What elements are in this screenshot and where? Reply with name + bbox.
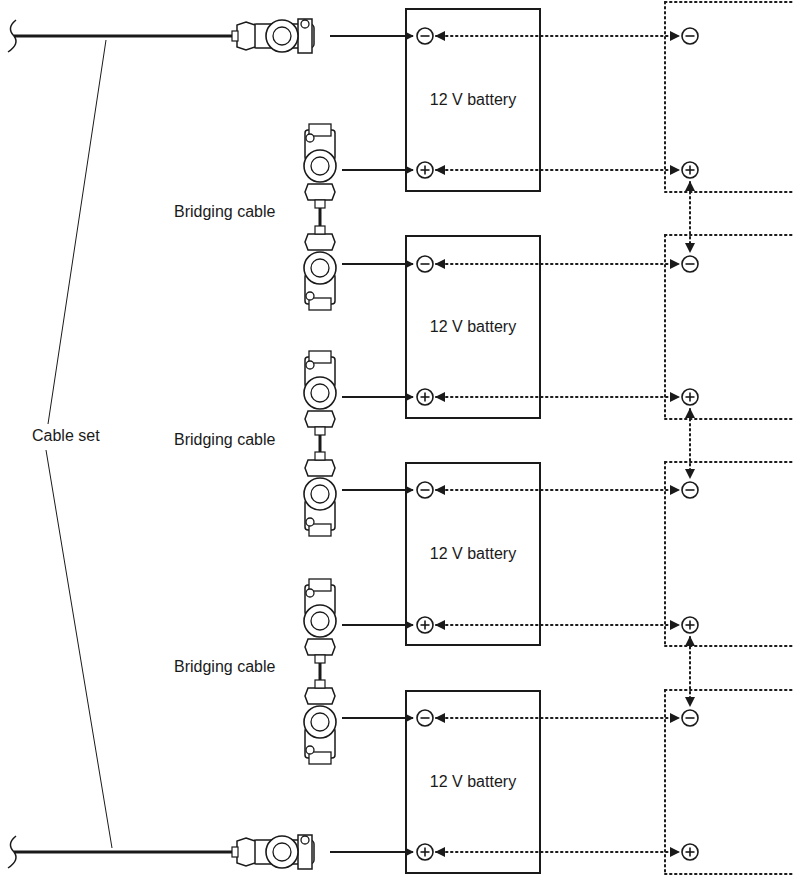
minus-terminal <box>417 482 433 498</box>
cable-set-label: Cable set <box>30 426 102 446</box>
fit-arrow <box>342 489 413 491</box>
leader-line <box>48 40 106 424</box>
minus-terminal <box>682 28 698 44</box>
bridging-cable <box>319 435 322 452</box>
dotted-outline <box>665 1 795 3</box>
battery-label: 12 V battery <box>426 543 520 565</box>
dotted-outline <box>665 873 795 875</box>
dotted-arrow <box>436 35 679 37</box>
battery-box: 12 V battery <box>405 8 541 192</box>
minus-terminal <box>682 482 698 498</box>
battery-label: 12 V battery <box>426 771 520 793</box>
dotted-outline <box>665 191 795 193</box>
plus-terminal <box>682 617 698 633</box>
bridging-clamp <box>304 579 336 663</box>
cable-set-clamp <box>8 835 314 869</box>
bridging-cable-label: Bridging cable <box>172 202 277 222</box>
dotted-arrow <box>689 637 691 706</box>
battery-label: 12 V battery <box>426 316 520 338</box>
plus-terminal <box>417 617 433 633</box>
dotted-outline <box>665 461 795 463</box>
fit-arrow <box>342 169 413 171</box>
battery-box: 12 V battery <box>405 235 541 419</box>
leader-line <box>46 450 112 848</box>
fit-arrow <box>330 851 413 853</box>
minus-terminal <box>417 256 433 272</box>
plus-terminal <box>417 844 433 860</box>
fit-arrow <box>342 624 413 626</box>
battery-box: 12 V battery <box>405 690 541 874</box>
fit-arrow <box>342 717 413 719</box>
dotted-arrow <box>436 851 679 853</box>
dotted-arrow <box>436 717 679 719</box>
bridging-cable <box>319 663 322 680</box>
bridging-clamp <box>304 452 336 536</box>
bridging-cable <box>319 208 322 226</box>
dotted-outline <box>665 645 795 647</box>
bridging-clamp <box>304 124 336 208</box>
cable-set-clamp <box>8 19 314 53</box>
battery-label: 12 V battery <box>426 89 520 111</box>
minus-terminal <box>682 710 698 726</box>
plus-terminal <box>417 162 433 178</box>
bridging-cable-label: Bridging cable <box>172 657 277 677</box>
dotted-arrow <box>689 409 691 478</box>
minus-terminal <box>417 28 433 44</box>
battery-box: 12 V battery <box>405 462 541 646</box>
dotted-outline <box>664 235 666 419</box>
bridging-clamp <box>304 351 336 435</box>
dotted-arrow <box>436 624 679 626</box>
fit-arrow <box>342 396 413 398</box>
fit-arrow <box>330 35 413 37</box>
bridging-cable-label: Bridging cable <box>172 430 277 450</box>
plus-terminal <box>417 389 433 405</box>
plus-terminal <box>682 389 698 405</box>
dotted-outline <box>665 418 795 420</box>
dotted-arrow <box>436 489 679 491</box>
dotted-outline <box>665 689 795 691</box>
dotted-arrow <box>436 169 679 171</box>
plus-terminal <box>682 844 698 860</box>
plus-terminal <box>682 162 698 178</box>
dotted-outline <box>664 2 666 192</box>
fit-arrow <box>342 263 413 265</box>
bridging-clamp <box>304 226 336 310</box>
dotted-arrow <box>436 396 679 398</box>
dotted-arrow <box>436 263 679 265</box>
bridging-clamp <box>304 680 336 764</box>
minus-terminal <box>682 256 698 272</box>
dotted-outline <box>665 234 795 236</box>
dotted-arrow <box>689 182 691 252</box>
minus-terminal <box>417 710 433 726</box>
